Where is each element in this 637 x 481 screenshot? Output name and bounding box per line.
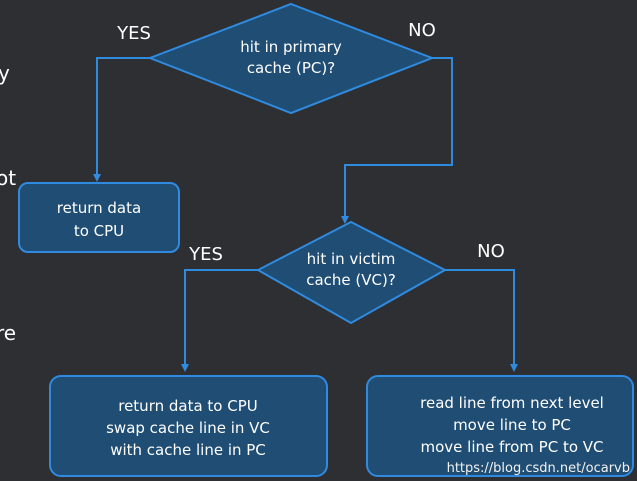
primary-yes-label: YES bbox=[116, 23, 151, 44]
decision-primary-line1: hit in primary bbox=[240, 38, 342, 56]
connector-victim-no bbox=[445, 269, 518, 372]
slide-text-fragment: y bbox=[0, 61, 10, 85]
swap-line2: swap cache line in VC bbox=[106, 419, 270, 437]
decision-victim-cache: hit in victim cache (VC)? bbox=[255, 220, 448, 325]
connector-primary-yes bbox=[93, 57, 150, 182]
action-return-data-to-cpu: return data to CPU bbox=[18, 182, 180, 253]
connector-primary-no bbox=[341, 57, 453, 224]
action-read-next-level: read line from next level move line to P… bbox=[366, 375, 634, 477]
decision-victim-line1: hit in victim bbox=[307, 250, 396, 268]
slide-text-fragment: ot bbox=[0, 166, 16, 190]
slide-text-fragment: re bbox=[0, 321, 16, 345]
swap-line3: with cache line in PC bbox=[110, 441, 266, 459]
return-cpu-line1: return data bbox=[57, 199, 141, 217]
swap-line1: return data to CPU bbox=[118, 397, 258, 415]
watermark-url: https://blog.csdn.net/ocarvb bbox=[447, 461, 630, 476]
read-next-line2: move line to PC bbox=[453, 416, 571, 434]
decision-primary-cache: hit in primary cache (PC)? bbox=[147, 2, 435, 115]
victim-yes-label: YES bbox=[188, 244, 223, 265]
decision-primary-line2: cache (PC)? bbox=[247, 59, 335, 77]
read-next-line3: move line from PC to VC bbox=[420, 438, 603, 456]
connector-victim-yes bbox=[181, 269, 258, 372]
return-cpu-line2: to CPU bbox=[74, 222, 124, 240]
victim-no-label: NO bbox=[477, 241, 505, 262]
decision-victim-line2: cache (VC)? bbox=[306, 271, 396, 289]
read-next-line1: read line from next level bbox=[420, 394, 604, 412]
action-swap-cache-line: return data to CPU swap cache line in VC… bbox=[49, 375, 328, 477]
primary-no-label: NO bbox=[408, 20, 436, 41]
